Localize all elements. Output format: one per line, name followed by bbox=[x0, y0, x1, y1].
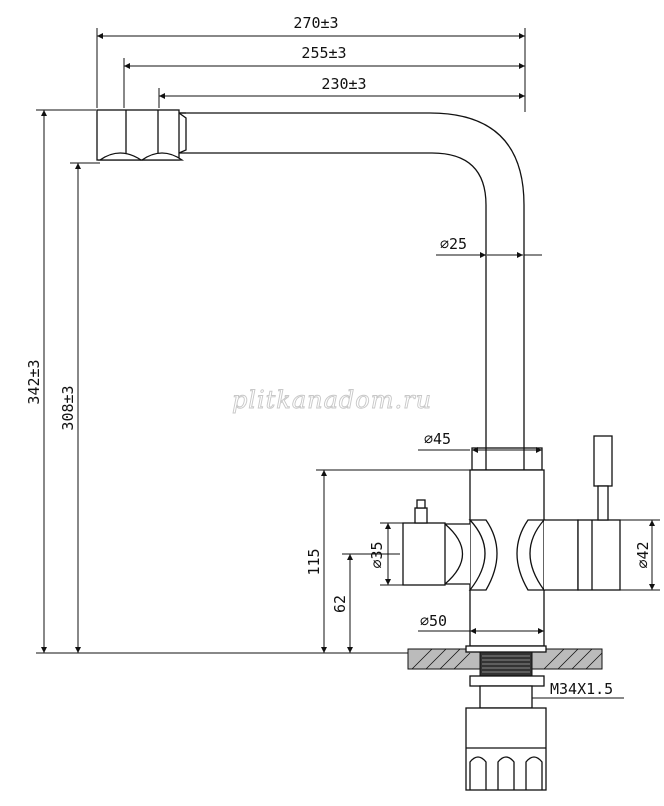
body-collar bbox=[471, 447, 543, 471]
aerator-right bbox=[139, 152, 185, 161]
dim-spout-diameter: ⌀25 bbox=[440, 235, 467, 253]
right-lever-top bbox=[593, 435, 613, 487]
dim-reach-270: 270±3 bbox=[293, 14, 338, 32]
left-handle-stem bbox=[414, 507, 428, 524]
right-valve-joint bbox=[544, 519, 579, 591]
mount-nut bbox=[469, 675, 545, 687]
dim-left-handle-diameter: ⌀35 bbox=[368, 541, 386, 568]
dim-height-62: 62 bbox=[331, 595, 349, 613]
aerator-head bbox=[96, 109, 180, 161]
dim-right-handle-diameter: ⌀42 bbox=[634, 541, 652, 568]
dimension-lines bbox=[36, 28, 660, 699]
hose-fittings bbox=[465, 707, 547, 791]
dim-body-diameter: ⌀50 bbox=[420, 612, 447, 630]
left-valve-joint bbox=[443, 523, 470, 585]
dim-reach-230: 230±3 bbox=[321, 75, 366, 93]
watermark: plitkanadom.ru bbox=[232, 386, 432, 414]
faucet-outline bbox=[96, 109, 621, 791]
left-handle-knob bbox=[416, 499, 426, 509]
left-valve-curve bbox=[468, 519, 498, 591]
shank-lower bbox=[479, 685, 533, 709]
dim-body-top-diameter: ⌀45 bbox=[424, 430, 451, 448]
dim-height-115: 115 bbox=[305, 548, 323, 575]
right-valve-curve bbox=[516, 519, 546, 591]
spout-outer bbox=[179, 112, 525, 470]
right-lever-stem bbox=[597, 485, 609, 521]
right-handle bbox=[577, 519, 621, 591]
dim-height-342: 342±3 bbox=[25, 359, 43, 404]
left-handle bbox=[402, 522, 446, 586]
base-washer bbox=[465, 645, 547, 653]
spout-inner bbox=[179, 152, 487, 470]
dim-reach-255: 255±3 bbox=[301, 44, 346, 62]
dim-height-308: 308±3 bbox=[59, 385, 77, 430]
faucet-body bbox=[469, 469, 545, 647]
dim-thread: M34X1.5 bbox=[550, 680, 613, 698]
